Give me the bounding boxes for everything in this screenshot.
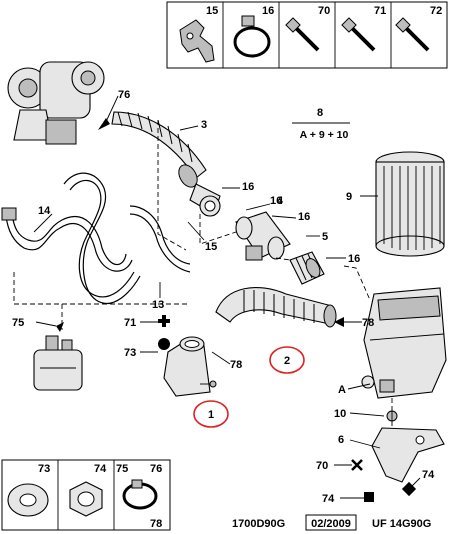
- callout-71: 71: [124, 317, 136, 329]
- formula: 8 A + 9 + 10: [292, 107, 350, 141]
- screw-icon: [395, 17, 430, 52]
- bottom-box-label-73: 73: [38, 463, 50, 475]
- hose-clamp: [178, 164, 198, 188]
- breather-pipe-13: [63, 172, 141, 305]
- footer-date: 02/2009: [311, 518, 351, 530]
- expansion-tank: [33, 335, 83, 391]
- callout-10: 10: [334, 408, 346, 420]
- screw-icon: [341, 17, 376, 52]
- breather-pipe-15: [129, 205, 191, 273]
- top-parts-box: 15 16 70 71 72: [166, 1, 448, 69]
- callout-78b: 78: [230, 359, 242, 371]
- callout-70: 70: [316, 460, 328, 472]
- washer-icon: [7, 483, 49, 517]
- formula-number: 8: [317, 107, 323, 119]
- highlight-label-2: 2: [284, 355, 290, 367]
- bottom-box-label-75: 75: [116, 463, 128, 475]
- hose-clamp-icon: [233, 15, 271, 58]
- air-filter-cartridge: [375, 151, 445, 257]
- nut-icon: [69, 481, 103, 517]
- callout-9: 9: [346, 191, 352, 203]
- screw-icon: [285, 17, 320, 52]
- air-flow-meter: [235, 211, 291, 261]
- callout-labels: 76 3 16 15 14 16 4 16 9 5 15 16 13 78 75…: [12, 89, 435, 505]
- bottom-box-label-78: 78: [150, 518, 162, 530]
- diamond-icon: [401, 481, 417, 497]
- breather-pipe-14: [1, 207, 133, 272]
- top-box-label-15: 15: [206, 5, 218, 17]
- callout-6: 6: [338, 434, 344, 446]
- intake-elbow: [163, 336, 217, 397]
- callout-16d: 16: [348, 253, 360, 265]
- callout-16b: 16: [270, 195, 282, 207]
- callout-A: A: [338, 384, 346, 396]
- turbo-outlet-hose: [111, 111, 207, 179]
- highlight-label-1: 1: [208, 409, 214, 421]
- top-box-label-70: 70: [318, 5, 330, 17]
- highlight-1: 1: [193, 400, 229, 428]
- callout-13: 13: [152, 299, 164, 311]
- top-box-label-72: 72: [430, 5, 442, 17]
- callout-5: 5: [322, 231, 328, 243]
- callout-75: 75: [12, 317, 24, 329]
- bottom-box-label-76: 76: [150, 463, 162, 475]
- dashed-guides: [13, 120, 393, 410]
- footer: 1700D90G 02/2009 UF 14G90G: [232, 514, 431, 531]
- air-filter-housing: [361, 287, 447, 399]
- pipe-connector: [189, 183, 221, 217]
- hose-clip-icon: [122, 479, 158, 510]
- callout-73: 73: [124, 347, 136, 359]
- bottom-box-label-74: 74: [94, 463, 107, 475]
- cross-icon: [351, 459, 363, 471]
- square-icon: [364, 492, 374, 502]
- callout-74b: 74: [322, 493, 335, 505]
- callout-16a: 16: [242, 181, 254, 193]
- callout-leaders: [33, 95, 421, 499]
- formula-text: A + 9 + 10: [300, 129, 349, 141]
- sleeve-hose: [289, 251, 325, 285]
- filter-mount-bracket: [371, 410, 445, 483]
- callout-14: 14: [38, 205, 51, 217]
- top-box-label-16: 16: [262, 5, 274, 17]
- callout-16c: 16: [298, 211, 310, 223]
- top-box-label-71: 71: [374, 5, 386, 17]
- bottom-parts-box: 73 74 75 76 78: [1, 459, 171, 531]
- footer-code: 1700D90G: [232, 518, 285, 530]
- intake-hose: [215, 287, 337, 328]
- overlay-callout-4: 4: [277, 195, 284, 207]
- callout-15a: 15: [205, 241, 217, 253]
- callout-76: 76: [118, 89, 130, 101]
- dot-icon: [158, 338, 170, 350]
- turbocharger-drawing: [7, 61, 105, 145]
- highlight-2: 2: [269, 346, 305, 374]
- callout-78a: 78: [362, 317, 374, 329]
- callout-3: 3: [201, 119, 207, 131]
- footer-ref: UF 14G90G: [372, 518, 431, 530]
- plus-icon: [158, 315, 170, 327]
- callout-74a: 74: [422, 469, 435, 481]
- bracket-icon: [179, 19, 215, 63]
